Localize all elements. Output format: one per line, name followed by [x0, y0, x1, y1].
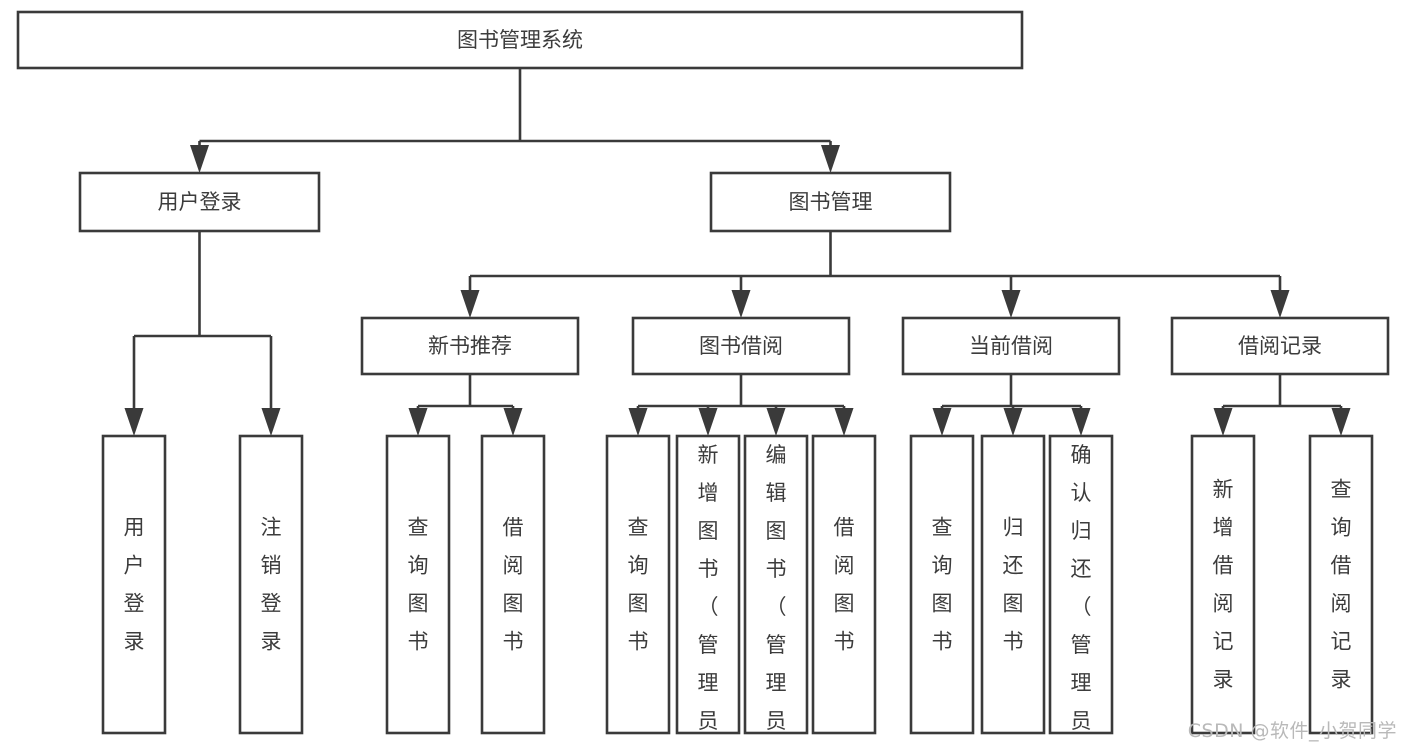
- node-box-book-borrow: [631, 316, 851, 376]
- node-leaf-query-record[interactable]: 查询借阅记录: [1308, 434, 1374, 735]
- node-leaf-confirm-return[interactable]: 确认归还（管理员）: [1048, 434, 1114, 747]
- level3-2-branch-2-arrowhead: [1071, 408, 1091, 436]
- connectors-layer: [124, 68, 1351, 436]
- node-leaf-add-record[interactable]: 新增借阅记录: [1190, 434, 1256, 735]
- node-box-leaf-query-book-2: [605, 434, 671, 735]
- root-branch-0-arrowhead: [190, 145, 209, 173]
- node-leaf-add-book[interactable]: 新增图书（管理员）: [675, 434, 741, 747]
- node-box-leaf-query-record: [1308, 434, 1374, 735]
- node-current-borrow[interactable]: 当前借阅: [901, 316, 1121, 376]
- level3-0-branch-1-arrowhead: [503, 408, 523, 436]
- node-label-root: 图书管理系统: [457, 28, 583, 52]
- node-label-leaf-query-book-1: 查询图书: [408, 516, 429, 654]
- node-book-management[interactable]: 图书管理: [709, 171, 952, 233]
- node-box-leaf-return-book: [980, 434, 1046, 735]
- level3-2-branch-1-arrowhead: [1003, 408, 1023, 436]
- node-label-current-borrow: 当前借阅: [969, 334, 1053, 358]
- user-login-branch-1-arrowhead: [261, 408, 281, 436]
- level3-1-branch-3-arrowhead: [834, 408, 854, 436]
- node-box-root: [16, 10, 1024, 70]
- node-label-leaf-user-logout: 注销登录: [261, 516, 282, 654]
- level3-2-branch-0-arrowhead: [932, 408, 952, 436]
- node-label-borrow-record: 借阅记录: [1238, 334, 1322, 358]
- book-management-branch-1-arrowhead: [731, 290, 751, 318]
- node-box-leaf-borrow-book-1: [480, 434, 546, 735]
- node-box-new-book-recommend: [360, 316, 580, 376]
- node-label-leaf-edit-book: 编辑图书（管理员）: [766, 443, 787, 747]
- node-leaf-return-book[interactable]: 归还图书: [980, 434, 1046, 735]
- node-box-leaf-add-book: [675, 434, 741, 735]
- node-leaf-query-book-2[interactable]: 查询图书: [605, 434, 671, 735]
- level3-1-branch-2-arrowhead: [766, 408, 786, 436]
- level3-1-branch-0-arrowhead: [628, 408, 648, 436]
- node-box-book-management: [709, 171, 952, 233]
- level3-1-branch-1-arrowhead: [698, 408, 718, 436]
- node-label-book-management: 图书管理: [789, 190, 873, 214]
- node-label-leaf-add-record: 新增借阅记录: [1213, 478, 1234, 692]
- node-leaf-query-book-3[interactable]: 查询图书: [909, 434, 975, 735]
- book-management-branch-0-arrowhead: [460, 290, 480, 318]
- node-label-leaf-borrow-book-1: 借阅图书: [503, 516, 524, 654]
- node-box-current-borrow: [901, 316, 1121, 376]
- node-new-book-recommend[interactable]: 新书推荐: [360, 316, 580, 376]
- node-box-leaf-edit-book: [743, 434, 809, 735]
- node-label-leaf-add-book: 新增图书（管理员）: [698, 443, 719, 747]
- node-leaf-edit-book[interactable]: 编辑图书（管理员）: [743, 434, 809, 747]
- node-box-leaf-user-logout: [238, 434, 304, 735]
- node-label-leaf-query-record: 查询借阅记录: [1331, 478, 1352, 692]
- level3-0-branch-0-arrowhead: [408, 408, 428, 436]
- node-box-leaf-query-book-1: [385, 434, 451, 735]
- node-leaf-borrow-book-2[interactable]: 借阅图书: [811, 434, 877, 735]
- level3-3-branch-1-arrowhead: [1331, 408, 1351, 436]
- root-branch-1-arrowhead: [821, 145, 840, 173]
- node-box-leaf-add-record: [1190, 434, 1256, 735]
- node-label-book-borrow: 图书借阅: [699, 334, 783, 358]
- node-box-leaf-query-book-3: [909, 434, 975, 735]
- node-label-new-book-recommend: 新书推荐: [428, 334, 512, 358]
- node-leaf-user-login[interactable]: 用户登录: [101, 434, 167, 735]
- node-label-leaf-query-book-2: 查询图书: [628, 516, 649, 654]
- node-label-leaf-return-book: 归还图书: [1003, 516, 1024, 654]
- nodes-layer: 图书管理系统用户登录图书管理新书推荐图书借阅当前借阅借阅记录用户登录注销登录查询…: [16, 10, 1390, 747]
- node-leaf-query-book-1[interactable]: 查询图书: [385, 434, 451, 735]
- node-label-leaf-borrow-book-2: 借阅图书: [834, 516, 855, 654]
- node-borrow-record[interactable]: 借阅记录: [1170, 316, 1390, 376]
- node-label-leaf-confirm-return: 确认归还（管理员）: [1071, 443, 1092, 747]
- node-book-borrow[interactable]: 图书借阅: [631, 316, 851, 376]
- node-label-user-login: 用户登录: [158, 190, 242, 214]
- node-box-user-login: [78, 171, 321, 233]
- level3-3-branch-0-arrowhead: [1213, 408, 1233, 436]
- user-login-branch-0-arrowhead: [124, 408, 144, 436]
- node-label-leaf-user-login: 用户登录: [124, 516, 145, 654]
- book-management-branch-3-arrowhead: [1270, 290, 1290, 318]
- node-leaf-borrow-book-1[interactable]: 借阅图书: [480, 434, 546, 735]
- node-box-leaf-user-login: [101, 434, 167, 735]
- book-management-branch-2-arrowhead: [1001, 290, 1021, 318]
- node-label-leaf-query-book-3: 查询图书: [932, 516, 953, 654]
- node-box-leaf-confirm-return: [1048, 434, 1114, 735]
- node-root[interactable]: 图书管理系统: [16, 10, 1024, 70]
- node-leaf-user-logout[interactable]: 注销登录: [238, 434, 304, 735]
- node-box-leaf-borrow-book-2: [811, 434, 877, 735]
- node-user-login[interactable]: 用户登录: [78, 171, 321, 233]
- node-box-borrow-record: [1170, 316, 1390, 376]
